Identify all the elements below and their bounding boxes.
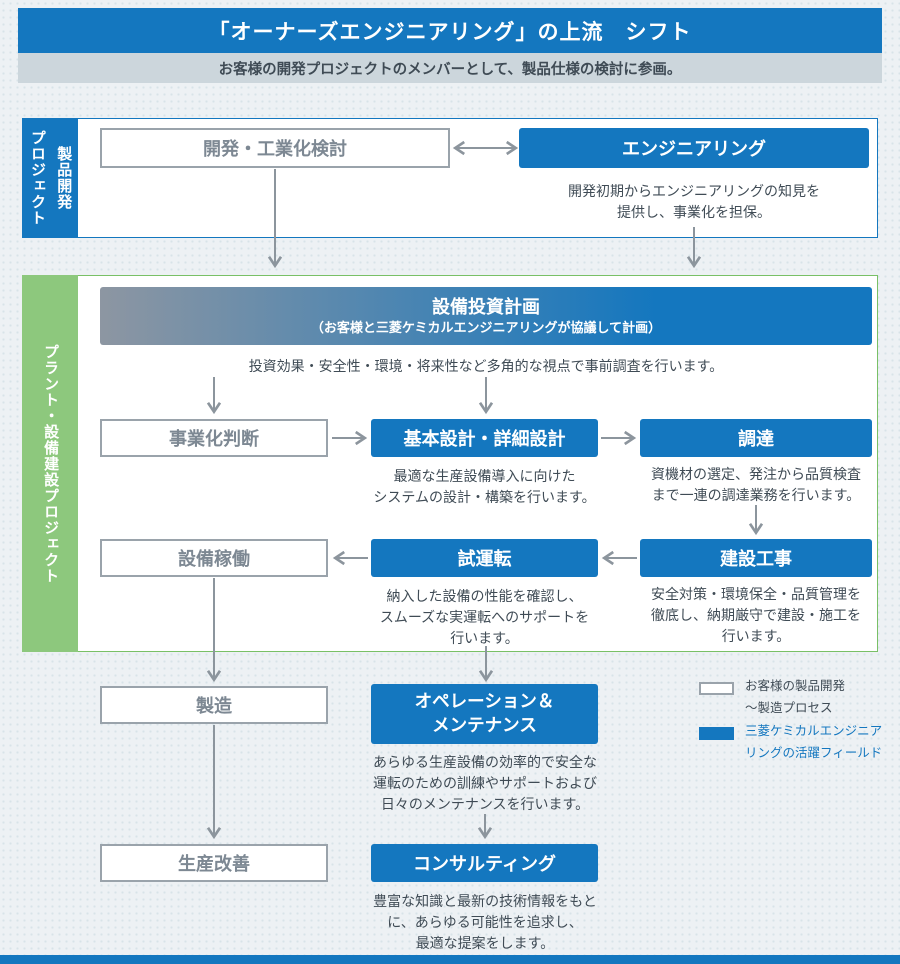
legend-customer-label: お客様の製品開発 ～製造プロセス [745, 679, 846, 715]
legend-mce-label: 三菱ケミカルエンジニア リングの活躍フィールド [745, 724, 883, 760]
trial-run-box: 試運転 [371, 539, 598, 577]
engineering-box: エンジニアリング [519, 128, 869, 168]
investment-plan-title: 設備投資計画 [432, 297, 540, 318]
construction-desc: 安全対策・環境保全・品質管理を 徹底し、納期厳守で建設・施工を 行います。 [651, 586, 861, 644]
procurement-desc: 資機材の選定、発注から品質検査 まで一連の調達業務を行います。 [651, 466, 861, 503]
procurement-box: 調達 [640, 419, 872, 457]
production-improvement-box: 生産改善 [100, 844, 328, 882]
business-decision-box: 事業化判断 [100, 419, 328, 457]
trial-run-desc: 納入した設備の性能を確認し、 スムーズな実運転へのサポートを 行います。 [379, 588, 590, 646]
manufacturing-box: 製造 [100, 686, 328, 724]
diagram-title: 「オーナーズエンジニアリング」の上流 シフト [18, 8, 882, 53]
diagram-subtitle: お客様の開発プロジェクトのメンバーとして、製品仕様の検討に参画。 [18, 53, 882, 83]
product-project-tab: 製品開発 プロジェクト [22, 118, 78, 238]
engineering-desc: 開発初期からエンジニアリングの知見を 提供し、事業化を担保。 [568, 183, 820, 220]
plant-project-tab-label: プラント・設備建設プロジェクト [42, 343, 60, 584]
dev-industrialization-box: 開発・工業化検討 [100, 128, 450, 168]
operation-maintenance-desc: あらゆる生産設備の効率的で安全な 運転のための訓練やサポートおよび 日々のメンテ… [373, 754, 597, 812]
product-project-tab-label: 製品開発 プロジェクト [29, 130, 73, 226]
bottom-accent-bar [0, 955, 900, 964]
plant-project-tab: プラント・設備建設プロジェクト [22, 275, 78, 652]
design-box: 基本設計・詳細設計 [371, 419, 598, 457]
legend-customer-swatch [699, 682, 734, 695]
investment-plan-box: 設備投資計画 （お客様と三菱ケミカルエンジニアリングが協議して計画） [100, 287, 872, 345]
investment-plan-desc: 投資効果・安全性・環境・将来性など多角的な視点で事前調査を行います。 [248, 358, 724, 374]
design-desc: 最適な生産設備導入に向けた システムの設計・構築を行います。 [373, 468, 596, 505]
operation-maintenance-box: オペレーション＆ メンテナンス [371, 684, 598, 744]
investment-plan-subtitle: （お客様と三菱ケミカルエンジニアリングが協議して計画） [310, 320, 662, 336]
legend-mce-swatch [699, 727, 734, 740]
construction-box: 建設工事 [640, 539, 872, 577]
consulting-desc: 豊富な知識と最新の技術情報をもと に、あらゆる可能性を追求し、 最適な提案をしま… [373, 893, 597, 951]
consulting-box: コンサルティング [371, 844, 598, 882]
facility-operation-box: 設備稼働 [100, 539, 328, 577]
